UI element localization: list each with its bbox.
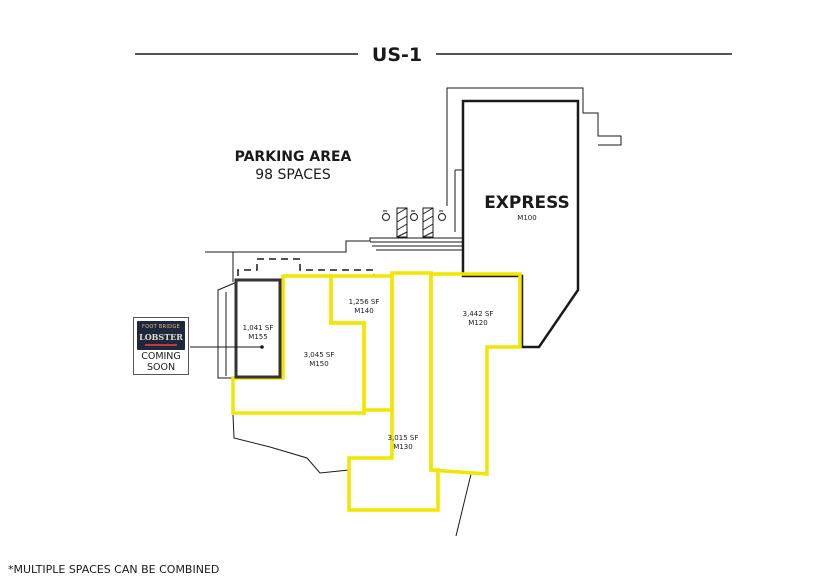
parking-spaces: 98 SPACES (255, 167, 331, 183)
logo-main-text: LOBSTER (139, 332, 183, 342)
hatched-stall-2 (422, 207, 434, 238)
logo-top-text: FOOT BRIDGE (142, 324, 180, 330)
unit-m155[interactable] (234, 278, 282, 379)
wheelchair-icon (410, 210, 418, 221)
building-outline (205, 87, 622, 537)
unit-m155-sf: 1,041 SF (243, 324, 274, 332)
coming-soon-text: COMING SOON (134, 351, 188, 373)
anchor-unit: M100 (517, 214, 536, 222)
wheelchair-icon (438, 210, 446, 221)
road-label: US-1 (372, 44, 422, 66)
coming-soon-line2: SOON (146, 362, 176, 373)
unit-m150-id: M150 (309, 360, 328, 368)
lobster-logo-icon: FOOT BRIDGE LOBSTER (137, 321, 185, 350)
footnote: *MULTIPLE SPACES CAN BE COMBINED (8, 563, 220, 576)
unit-m140-sf: 1,256 SF (349, 298, 380, 306)
anchor-tenant-name: EXPRESS (484, 193, 570, 213)
accessible-parking (382, 207, 446, 238)
wheelchair-icon (382, 210, 390, 221)
unit-m120[interactable] (429, 272, 522, 476)
unit-m130-id: M130 (393, 443, 412, 451)
unit-m155-id: M155 (248, 333, 267, 341)
coming-soon-line1: COMING (141, 351, 181, 362)
anchor-express-building[interactable] (461, 99, 580, 349)
logo-accent-bar (145, 344, 177, 346)
unit-m120-id: M120 (468, 319, 487, 327)
coming-soon-callout[interactable]: FOOT BRIDGE LOBSTER COMING SOON (133, 317, 189, 375)
parking-title: PARKING AREA (235, 149, 352, 165)
unit-m130-sf: 3,015 SF (388, 434, 419, 442)
unit-m140[interactable] (329, 274, 394, 412)
patio-dashed-outline (237, 258, 375, 276)
unit-m150-sf: 3,045 SF (304, 351, 335, 359)
unit-m140-id: M140 (354, 307, 373, 315)
unit-m120-sf: 3,442 SF (463, 310, 494, 318)
hatched-stall-1 (396, 207, 408, 238)
